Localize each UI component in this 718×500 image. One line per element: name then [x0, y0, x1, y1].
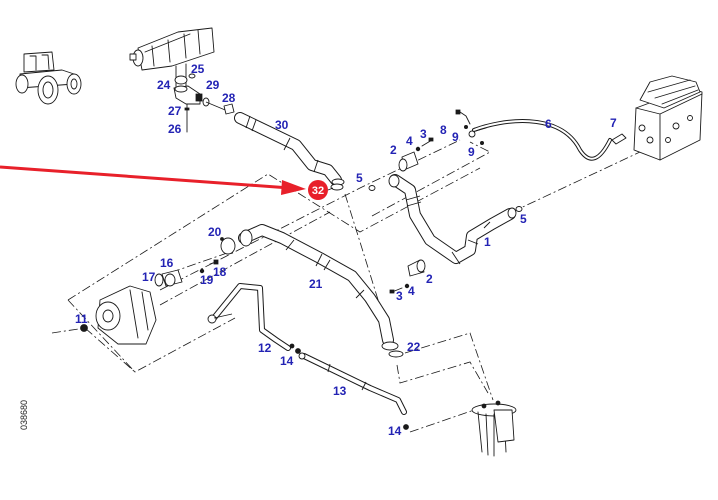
- drawing-id: 038680: [19, 400, 29, 430]
- callout-22[interactable]: 22: [407, 340, 421, 354]
- part-32-badge[interactable]: [308, 180, 328, 200]
- drain-pipe-12: [207, 283, 295, 351]
- suction-hose-21: [238, 224, 404, 358]
- callout-9-upper[interactable]: 9: [452, 130, 459, 144]
- callout-5-lower[interactable]: 5: [520, 212, 527, 226]
- reference-line-main-axis: [159, 139, 461, 291]
- callout-28[interactable]: 28: [222, 91, 236, 105]
- callout-26[interactable]: 26: [168, 122, 182, 136]
- callout-2-lower[interactable]: 2: [426, 272, 433, 286]
- callout-16[interactable]: 16: [160, 256, 174, 270]
- reference-line-7: [511, 151, 641, 213]
- callout-12[interactable]: 12: [258, 341, 272, 355]
- tractor-icon: [15, 51, 82, 105]
- suction-hose-30: [234, 112, 345, 186]
- callout-25[interactable]: 25: [191, 62, 205, 76]
- callout-8[interactable]: 8: [440, 123, 447, 137]
- part-32-washer: [330, 183, 344, 191]
- flange-clamp-2-lower: [389, 259, 426, 294]
- highlight-marker: 32: [0, 165, 344, 200]
- callout-4-lower[interactable]: 4: [408, 284, 415, 298]
- reference-line-tank-a: [396, 361, 489, 394]
- callout-27[interactable]: 27: [168, 104, 182, 118]
- reference-line-9: [371, 141, 491, 217]
- callout-2-upper[interactable]: 2: [390, 143, 397, 157]
- callout-20[interactable]: 20: [208, 225, 222, 239]
- reference-line-suction: [159, 211, 331, 306]
- hose-pipe-1: [388, 174, 517, 265]
- hose-clamp-22: [388, 350, 404, 358]
- red-arrowhead: [281, 180, 306, 195]
- reference-line-frame-left-bottom: [67, 299, 236, 373]
- o-ring-5-upper: [368, 185, 376, 191]
- callout-1[interactable]: 1: [484, 235, 491, 249]
- callout-9-lower[interactable]: 9: [468, 145, 475, 159]
- callout-14-lower[interactable]: 14: [388, 424, 402, 438]
- callout-4-upper[interactable]: 4: [406, 134, 413, 148]
- callout-29[interactable]: 29: [206, 78, 220, 92]
- callout-13[interactable]: 13: [333, 384, 347, 398]
- callout-14-upper[interactable]: 14: [280, 354, 294, 368]
- red-arrow: [0, 165, 291, 190]
- flange-clamp-2-upper: [398, 137, 434, 172]
- callout-21[interactable]: 21: [309, 277, 323, 291]
- reference-line-tank-c: [409, 407, 481, 433]
- pressure-hose-6: [455, 109, 627, 161]
- hydraulic-pump-main: [80, 237, 236, 345]
- callout-6[interactable]: 6: [545, 117, 552, 131]
- tank-suction-unit: [471, 400, 517, 457]
- callout-3-upper[interactable]: 3: [420, 127, 427, 141]
- part-32-label[interactable]: 32: [312, 185, 324, 197]
- reference-line-frame-left: [67, 167, 481, 301]
- gear-pump-upper: [129, 27, 235, 133]
- reference-line-tank-b: [404, 332, 494, 401]
- callout-30[interactable]: 30: [275, 118, 289, 132]
- return-pipe-13: [295, 348, 409, 430]
- hydraulic-valve-block: [633, 75, 703, 161]
- callout-labels: 1 2 2 3 3 4 4 5 5 6 7 8 9 9 11 12 13 14 …: [75, 62, 617, 438]
- callout-18[interactable]: 18: [213, 265, 227, 279]
- callout-19[interactable]: 19: [200, 273, 214, 287]
- callout-5-upper[interactable]: 5: [356, 171, 363, 185]
- callout-7[interactable]: 7: [610, 116, 617, 130]
- callout-17[interactable]: 17: [142, 270, 156, 284]
- callout-3-lower[interactable]: 3: [396, 289, 403, 303]
- callout-11[interactable]: 11: [75, 312, 88, 326]
- callout-24[interactable]: 24: [157, 78, 171, 92]
- o-ring-5-lower: [515, 206, 523, 212]
